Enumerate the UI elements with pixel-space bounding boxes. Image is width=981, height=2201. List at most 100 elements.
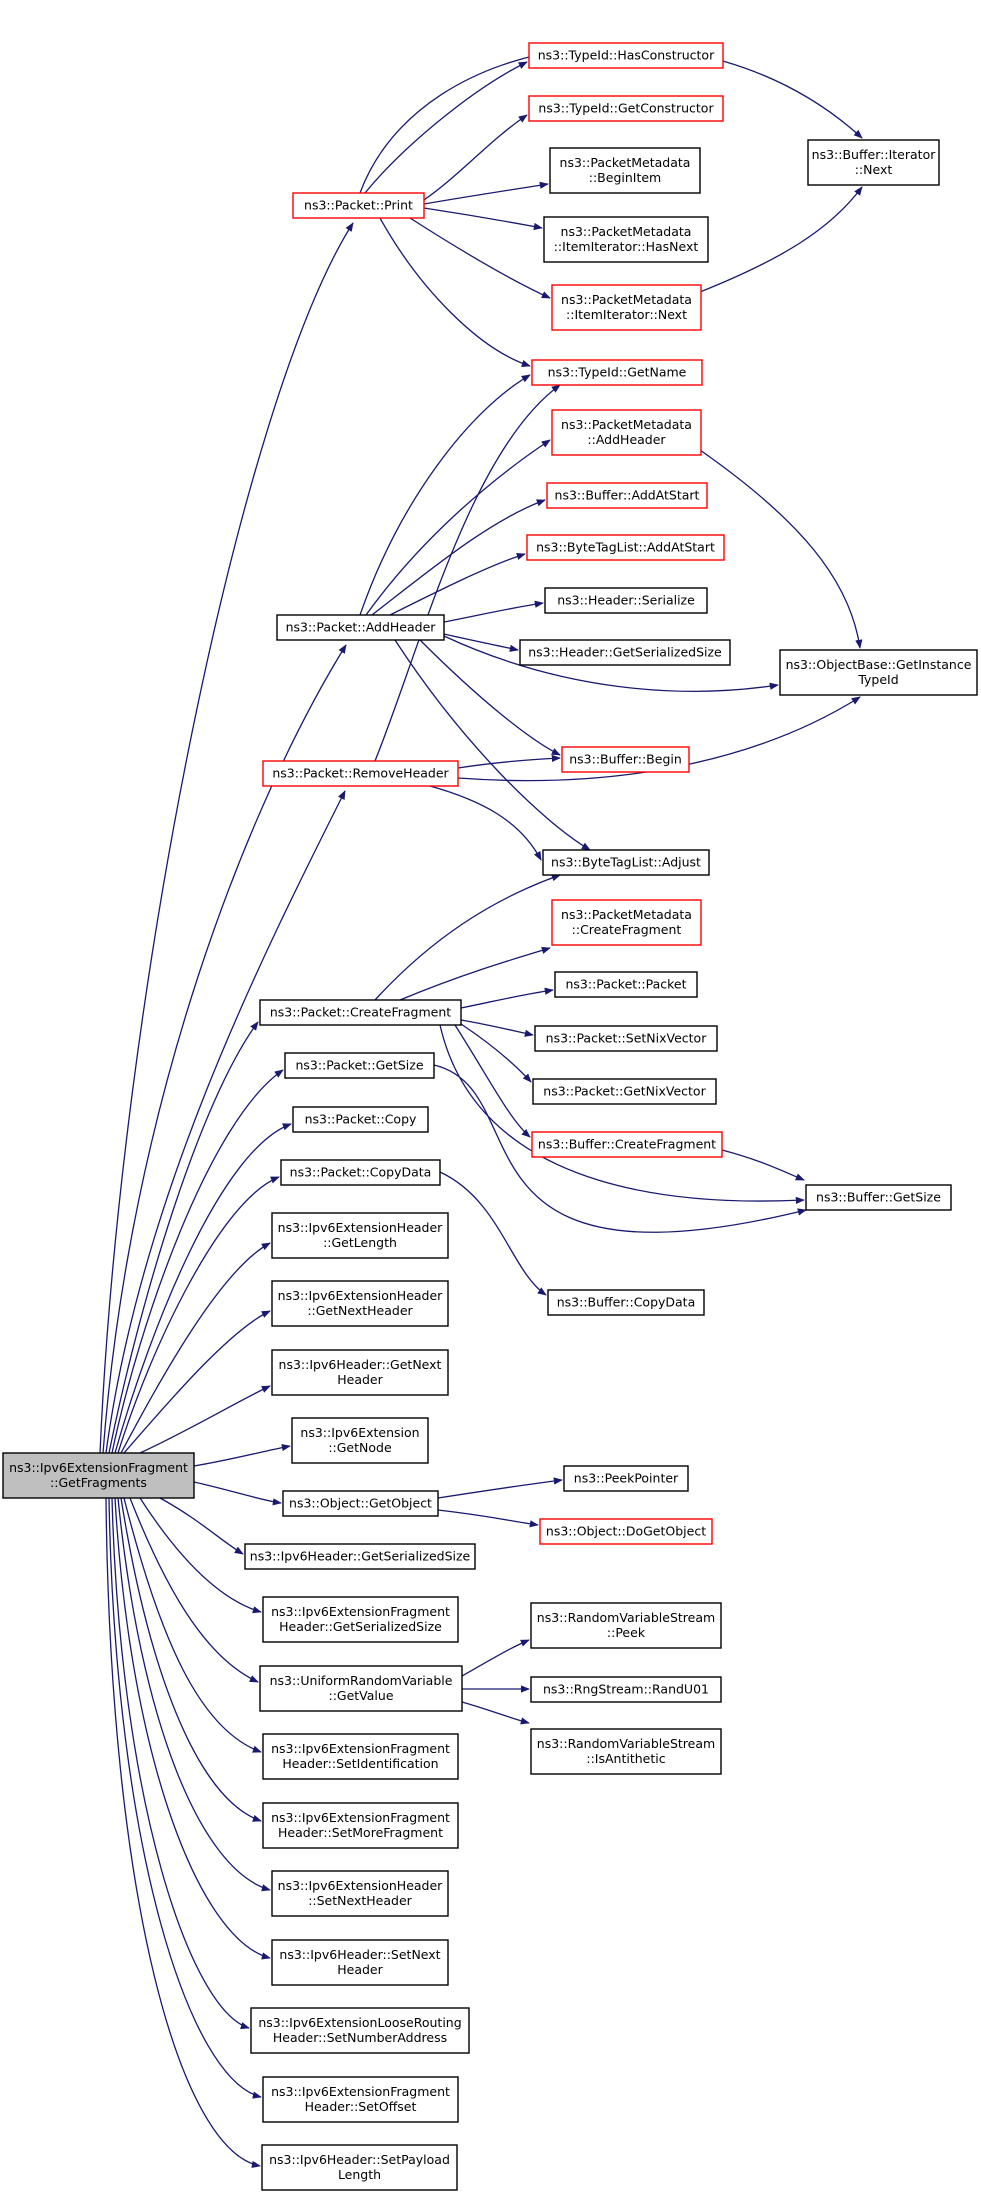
node-pktmeta-itemiter-hasnext[interactable]: ns3::PacketMetadata::ItemIterator::HasNe…: [543, 216, 709, 263]
node-rvstream-peek[interactable]: ns3::RandomVariableStream::Peek: [530, 1602, 722, 1649]
node-ipv6hdr-setnextheader[interactable]: ns3::Ipv6Header::SetNextHeader: [271, 1939, 449, 1986]
node-packet-getsize[interactable]: ns3::Packet::GetSize: [284, 1052, 435, 1079]
node-box[interactable]: [2, 1452, 195, 1499]
node-ipv6exthdr-getlength[interactable]: ns3::Ipv6ExtensionHeader::GetLength: [271, 1212, 449, 1259]
node-box[interactable]: [531, 1131, 723, 1158]
node-packet-createfragment[interactable]: ns3::Packet::CreateFragment: [259, 999, 462, 1026]
node-rngstream-randu01[interactable]: ns3::RngStream::RandU01: [530, 1676, 722, 1703]
node-box[interactable]: [271, 1349, 449, 1396]
node-box[interactable]: [534, 1025, 718, 1052]
node-pktmeta-addheader[interactable]: ns3::PacketMetadata::AddHeader: [551, 409, 702, 456]
node-packet-getnixvector[interactable]: ns3::Packet::GetNixVector: [532, 1078, 717, 1105]
node-typeid-hasconstructor[interactable]: ns3::TypeId::HasConstructor: [528, 42, 724, 69]
node-bytetaglist-adjust[interactable]: ns3::ByteTagList::Adjust: [542, 849, 710, 876]
node-box[interactable]: [262, 2076, 459, 2123]
node-buffer-begin[interactable]: ns3::Buffer::Begin: [561, 746, 690, 773]
node-box[interactable]: [543, 216, 709, 263]
node-box[interactable]: [250, 2007, 470, 2054]
node-packet-print[interactable]: ns3::Packet::Print: [292, 192, 425, 219]
node-box[interactable]: [276, 614, 445, 641]
node-ipv6exthdr-getnextheader[interactable]: ns3::Ipv6ExtensionHeader::GetNextHeader: [271, 1280, 449, 1327]
node-box[interactable]: [561, 746, 690, 773]
node-box[interactable]: [547, 1289, 705, 1316]
node-uniformrv-getvalue[interactable]: ns3::UniformRandomVariable::GetValue: [259, 1665, 463, 1712]
node-box[interactable]: [531, 359, 703, 386]
node-box[interactable]: [549, 147, 701, 194]
node-box[interactable]: [519, 639, 731, 666]
node-box[interactable]: [280, 1159, 441, 1186]
node-box[interactable]: [526, 534, 725, 561]
node-box[interactable]: [546, 482, 708, 509]
node-box[interactable]: [282, 1490, 439, 1517]
node-ipv6hdr-getserializedsize[interactable]: ns3::Ipv6Header::GetSerializedSize: [244, 1543, 476, 1570]
node-box[interactable]: [779, 649, 978, 696]
node-bytetaglist-addatstart[interactable]: ns3::ByteTagList::AddAtStart: [526, 534, 725, 561]
node-pktmeta-beginitem[interactable]: ns3::PacketMetadata::BeginItem: [549, 147, 701, 194]
node-packet-copydata[interactable]: ns3::Packet::CopyData: [280, 1159, 441, 1186]
node-packet-packet[interactable]: ns3::Packet::Packet: [554, 971, 698, 998]
node-box[interactable]: [551, 284, 702, 331]
node-box[interactable]: [544, 587, 708, 614]
node-ipv6ext-getnode[interactable]: ns3::Ipv6Extension::GetNode: [291, 1417, 429, 1464]
node-header-serialize[interactable]: ns3::Header::Serialize: [544, 587, 708, 614]
node-box[interactable]: [542, 849, 710, 876]
node-box[interactable]: [530, 1728, 722, 1775]
node-box[interactable]: [271, 1280, 449, 1327]
node-box[interactable]: [262, 760, 459, 787]
node-typeid-getconstructor[interactable]: ns3::TypeId::GetConstructor: [528, 95, 724, 122]
node-header-getserializedsize[interactable]: ns3::Header::GetSerializedSize: [519, 639, 731, 666]
node-box[interactable]: [271, 1212, 449, 1259]
node-object-dogetobject[interactable]: ns3::Object::DoGetObject: [539, 1518, 713, 1545]
node-box[interactable]: [530, 1602, 722, 1649]
node-ipv6hdr-getnextheader[interactable]: ns3::Ipv6Header::GetNextHeader: [271, 1349, 449, 1396]
node-packet-addheader[interactable]: ns3::Packet::AddHeader: [276, 614, 445, 641]
node-object-getobject[interactable]: ns3::Object::GetObject: [282, 1490, 439, 1517]
node-ipv6extfraghdr-getserializedsize[interactable]: ns3::Ipv6ExtensionFragmentHeader::GetSer…: [262, 1596, 459, 1643]
node-box[interactable]: [244, 1543, 476, 1570]
node-box[interactable]: [262, 1802, 459, 1849]
node-box[interactable]: [271, 1870, 449, 1917]
node-box[interactable]: [563, 1465, 689, 1492]
node-ipv6extfraghdr-setmorefragment[interactable]: ns3::Ipv6ExtensionFragmentHeader::SetMor…: [262, 1802, 459, 1849]
node-box[interactable]: [292, 192, 425, 219]
node-peekpointer[interactable]: ns3::PeekPointer: [563, 1465, 689, 1492]
node-box[interactable]: [805, 1184, 952, 1211]
node-box[interactable]: [528, 95, 724, 122]
node-box[interactable]: [284, 1052, 435, 1079]
node-ipv6exthdr-setnextheader[interactable]: ns3::Ipv6ExtensionHeader::SetNextHeader: [271, 1870, 449, 1917]
node-ipv6extfraghdr-setoffset[interactable]: ns3::Ipv6ExtensionFragmentHeader::SetOff…: [262, 2076, 459, 2123]
node-box[interactable]: [262, 1733, 459, 1780]
node-pktmeta-createfragment[interactable]: ns3::PacketMetadata::CreateFragment: [551, 899, 702, 946]
node-packet-setnixvector[interactable]: ns3::Packet::SetNixVector: [534, 1025, 718, 1052]
node-box[interactable]: [528, 42, 724, 69]
node-box[interactable]: [532, 1078, 717, 1105]
node-ipv6extfraghdr-setidentification[interactable]: ns3::Ipv6ExtensionFragmentHeader::SetIde…: [262, 1733, 459, 1780]
node-root[interactable]: ns3::Ipv6ExtensionFragment::GetFragments: [2, 1452, 195, 1499]
node-box[interactable]: [554, 971, 698, 998]
node-typeid-getname[interactable]: ns3::TypeId::GetName: [531, 359, 703, 386]
node-box[interactable]: [259, 1665, 463, 1712]
node-box[interactable]: [807, 139, 940, 186]
node-box[interactable]: [530, 1676, 722, 1703]
node-packet-copy[interactable]: ns3::Packet::Copy: [292, 1106, 429, 1133]
node-packet-removeheader[interactable]: ns3::Packet::RemoveHeader: [262, 760, 459, 787]
node-pktmeta-itemiter-next[interactable]: ns3::PacketMetadata::ItemIterator::Next: [551, 284, 702, 331]
node-buffer-createfragment[interactable]: ns3::Buffer::CreateFragment: [531, 1131, 723, 1158]
node-box[interactable]: [551, 409, 702, 456]
node-box[interactable]: [292, 1106, 429, 1133]
node-box[interactable]: [291, 1417, 429, 1464]
node-buffer-addatstart[interactable]: ns3::Buffer::AddAtStart: [546, 482, 708, 509]
node-box[interactable]: [259, 999, 462, 1026]
node-box[interactable]: [551, 899, 702, 946]
node-box[interactable]: [539, 1518, 713, 1545]
node-buffer-copydata[interactable]: ns3::Buffer::CopyData: [547, 1289, 705, 1316]
node-box[interactable]: [271, 1939, 449, 1986]
node-rvstream-isantithetic[interactable]: ns3::RandomVariableStream::IsAntithetic: [530, 1728, 722, 1775]
node-buffer-iterator-next[interactable]: ns3::Buffer::Iterator::Next: [807, 139, 940, 186]
node-box[interactable]: [262, 1596, 459, 1643]
node-buffer-getsize[interactable]: ns3::Buffer::GetSize: [805, 1184, 952, 1211]
node-ipv6extlooserouting-setnumberaddress[interactable]: ns3::Ipv6ExtensionLooseRoutingHeader::Se…: [250, 2007, 470, 2054]
node-box[interactable]: [261, 2144, 458, 2191]
